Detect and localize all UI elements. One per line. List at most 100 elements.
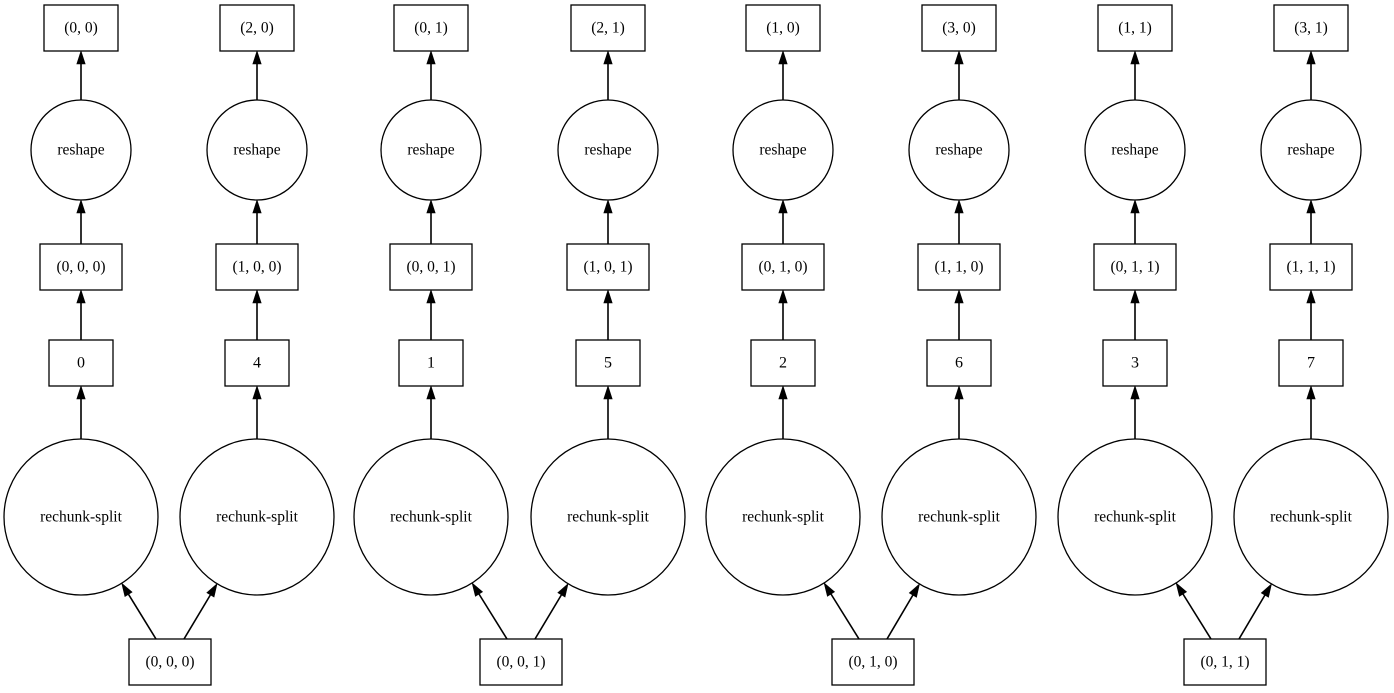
edge-reshape-to-output-5-arrowhead xyxy=(954,50,964,65)
key-box-5-label: (1, 1, 0) xyxy=(934,259,983,276)
index-box-3-label: 5 xyxy=(604,355,612,372)
edge-split-to-index-0-arrowhead xyxy=(76,385,86,400)
key-box-3-label: (1, 0, 1) xyxy=(583,259,632,276)
edge-source-1-to-split-3 xyxy=(534,582,569,640)
key-box-2-shape xyxy=(389,243,473,291)
edge-index-to-key-3-arrowhead xyxy=(603,289,613,304)
edge-split-to-index-4-arrowhead xyxy=(778,385,788,400)
edge-split-to-index-3 xyxy=(603,385,613,439)
edge-source-0-to-split-0-arrowhead xyxy=(121,582,133,597)
edge-key-to-reshape-1 xyxy=(252,199,262,244)
key-box-4: (0, 1, 0) xyxy=(741,243,825,291)
key-box-0-shape xyxy=(39,243,123,291)
reshape-node-5-shape xyxy=(908,99,1010,201)
source-box-0-shape xyxy=(128,638,212,686)
reshape-node-3: reshape xyxy=(557,99,659,201)
edge-index-to-key-6-arrowhead xyxy=(1130,289,1140,304)
output-box-6-label: (1, 1) xyxy=(1118,20,1152,37)
edge-split-to-index-2-arrowhead xyxy=(426,385,436,400)
edge-index-to-key-0 xyxy=(76,289,86,340)
edge-source-0-to-split-0-line xyxy=(127,593,157,640)
rechunk-split-node-0-shape xyxy=(3,438,159,596)
reshape-node-0-shape xyxy=(30,99,132,201)
edge-key-to-reshape-6 xyxy=(1130,199,1140,244)
rechunk-split-node-6-shape xyxy=(1057,438,1213,596)
output-box-2-label: (0, 1) xyxy=(414,20,448,37)
index-box-0-label: 0 xyxy=(77,355,85,372)
key-box-4-shape xyxy=(741,243,825,291)
edge-source-2-to-split-4 xyxy=(823,582,860,640)
output-box-4-label: (1, 0) xyxy=(766,20,800,37)
edge-source-0-to-split-0 xyxy=(121,582,157,640)
edge-reshape-to-output-5 xyxy=(954,50,964,100)
edge-key-to-reshape-3-arrowhead xyxy=(603,199,613,214)
rechunk-split-node-4-shape xyxy=(705,438,861,596)
reshape-node-1: reshape xyxy=(206,99,308,201)
index-box-3-shape xyxy=(575,339,641,387)
index-box-6-shape xyxy=(1102,339,1168,387)
reshape-node-1-label: reshape xyxy=(233,142,280,159)
edge-index-to-key-7 xyxy=(1306,289,1316,340)
rechunk-split-node-6-label: rechunk-split xyxy=(1094,509,1176,526)
rechunk-split-node-1-shape xyxy=(179,438,335,596)
key-box-0: (0, 0, 0) xyxy=(39,243,123,291)
edge-source-2-to-split-5-line xyxy=(886,594,914,640)
edge-reshape-to-output-6 xyxy=(1130,50,1140,100)
output-box-1: (2, 0) xyxy=(219,4,295,52)
edge-source-2-to-split-5-arrowhead xyxy=(908,583,920,598)
output-box-1-shape xyxy=(219,4,295,52)
rechunk-split-node-1-label: rechunk-split xyxy=(216,509,298,526)
edge-split-to-index-7 xyxy=(1306,385,1316,439)
output-box-4-shape xyxy=(745,4,821,52)
edge-layer xyxy=(76,50,1316,640)
edge-index-to-key-1-arrowhead xyxy=(252,289,262,304)
index-box-7: 7 xyxy=(1278,339,1344,387)
output-box-3-shape xyxy=(570,4,646,52)
index-box-1-shape xyxy=(224,339,290,387)
key-box-2-label: (0, 0, 1) xyxy=(406,259,455,276)
output-box-5-label: (3, 0) xyxy=(942,20,976,37)
output-box-1-label: (2, 0) xyxy=(240,20,274,37)
reshape-node-6: reshape xyxy=(1084,99,1186,201)
rechunk-split-node-0: rechunk-split xyxy=(3,438,159,596)
rechunk-split-node-3-label: rechunk-split xyxy=(567,509,649,526)
index-box-0: 0 xyxy=(48,339,114,387)
edge-split-to-index-4 xyxy=(778,385,788,439)
reshape-node-4-shape xyxy=(732,99,834,201)
rechunk-split-node-2: rechunk-split xyxy=(353,438,509,596)
edge-key-to-reshape-5-arrowhead xyxy=(954,199,964,214)
output-box-6-shape xyxy=(1097,4,1173,52)
output-box-0: (0, 0) xyxy=(43,4,119,52)
edge-split-to-index-1-arrowhead xyxy=(252,385,262,400)
output-box-4: (1, 0) xyxy=(745,4,821,52)
reshape-node-7-label: reshape xyxy=(1287,142,1334,159)
rechunk-split-node-5-label: rechunk-split xyxy=(918,509,1000,526)
source-box-2-shape xyxy=(831,638,915,686)
source-box-2-label: (0, 1, 0) xyxy=(848,654,897,671)
reshape-node-3-shape xyxy=(557,99,659,201)
source-box-3: (0, 1, 1) xyxy=(1183,638,1267,686)
edge-reshape-to-output-6-arrowhead xyxy=(1130,50,1140,65)
output-box-2-shape xyxy=(393,4,469,52)
edge-split-to-index-3-arrowhead xyxy=(603,385,613,400)
node-layer: (0, 0) reshape (0, 0, 0) 0 rechunk-split (2, … xyxy=(3,4,1389,686)
rechunk-split-node-0-label: rechunk-split xyxy=(40,509,122,526)
key-box-7-shape xyxy=(1269,243,1353,291)
edge-split-to-index-5-arrowhead xyxy=(954,385,964,400)
rechunk-split-node-2-label: rechunk-split xyxy=(390,509,472,526)
edge-source-2-to-split-4-arrowhead xyxy=(823,582,836,597)
index-box-1: 4 xyxy=(224,339,290,387)
reshape-node-2-label: reshape xyxy=(407,142,454,159)
edge-reshape-to-output-0 xyxy=(76,50,86,100)
reshape-node-6-shape xyxy=(1084,99,1186,201)
reshape-node-0: reshape xyxy=(30,99,132,201)
key-box-6-shape xyxy=(1093,243,1177,291)
output-box-2: (0, 1) xyxy=(393,4,469,52)
source-box-3-label: (0, 1, 1) xyxy=(1200,654,1249,671)
edge-source-3-to-split-7-line xyxy=(1238,594,1266,640)
key-box-7-label: (1, 1, 1) xyxy=(1286,259,1335,276)
output-box-3-label: (2, 1) xyxy=(591,20,625,37)
index-box-6: 3 xyxy=(1102,339,1168,387)
source-box-0: (0, 0, 0) xyxy=(128,638,212,686)
